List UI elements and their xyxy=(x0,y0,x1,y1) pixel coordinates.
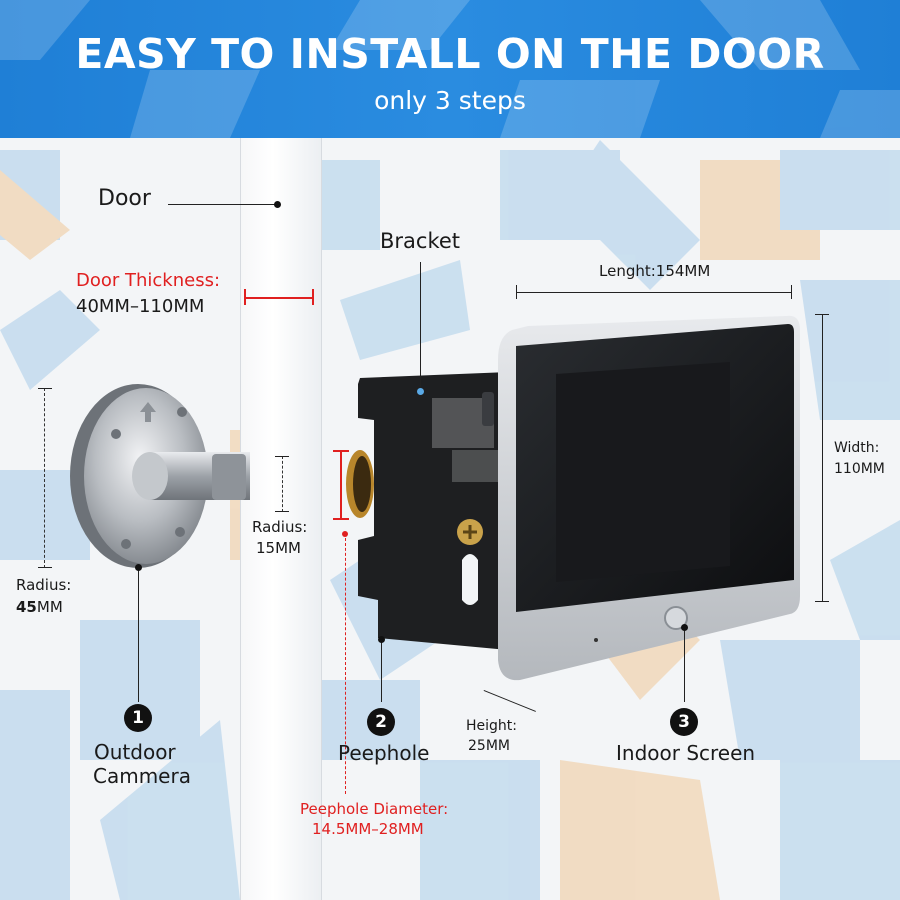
peephole-diameter-pointer xyxy=(345,538,346,794)
step2-pointer-dot xyxy=(378,636,385,643)
lens-radius-value: 15MM xyxy=(256,539,301,557)
step1-badge: 1 xyxy=(124,704,152,732)
door-label: Door xyxy=(98,186,151,211)
lens-radius-tick-bottom xyxy=(275,511,289,512)
bracket xyxy=(358,372,510,650)
outdoor-radius-tick-bottom xyxy=(38,567,52,568)
step1-label-line1: Outdoor xyxy=(94,740,176,764)
lens-radius-tick-top xyxy=(275,456,289,457)
step3-label: Indoor Screen xyxy=(616,741,756,765)
step3-pointer-line xyxy=(684,628,685,702)
door-thickness-tick-right xyxy=(312,289,314,305)
lens-radius-title: Radius: xyxy=(252,518,308,536)
peephole-diameter-tick-top xyxy=(333,450,349,452)
length-tick-left xyxy=(516,285,517,299)
door-frame xyxy=(240,138,322,900)
door-pointer-line xyxy=(168,204,276,205)
height-title: Height: xyxy=(466,718,517,734)
outdoor-radius-value: 45MM xyxy=(16,598,63,616)
width-title: Width: xyxy=(834,440,880,456)
bracket-pointer-dot xyxy=(417,388,424,395)
step1-pointer-line xyxy=(138,570,139,702)
step1-pointer-dot xyxy=(135,564,142,571)
step3-badge: 3 xyxy=(670,708,698,736)
step2-badge: 2 xyxy=(367,708,395,736)
width-dimension-line xyxy=(822,314,823,602)
page-subtitle: only 3 steps xyxy=(374,86,526,115)
peephole-diameter-tick-bottom xyxy=(333,518,349,520)
bracket-pointer-line xyxy=(420,262,421,390)
lens-radius-line xyxy=(282,456,283,512)
header-pattern xyxy=(0,0,900,138)
outdoor-radius-tick-top xyxy=(38,388,52,389)
length-dimension-line xyxy=(516,292,792,293)
door-thickness-tick-left xyxy=(244,289,246,305)
step2-pointer-line xyxy=(381,640,382,702)
outdoor-radius-number: 45 xyxy=(16,598,37,616)
bracket-label: Bracket xyxy=(380,229,461,253)
width-tick-bottom xyxy=(815,601,829,602)
height-value: 25MM xyxy=(468,738,510,754)
peephole-diameter-value: 14.5MM–28MM xyxy=(312,820,424,838)
header-banner: EASY TO INSTALL ON THE DOOR only 3 steps xyxy=(0,0,900,138)
outdoor-radius-title: Radius: xyxy=(16,576,72,594)
peephole-diameter-dot xyxy=(342,531,348,537)
step2-label: Peephole xyxy=(338,741,430,765)
peephole-ring xyxy=(346,450,374,518)
outdoor-radius-unit: MM xyxy=(36,598,63,616)
width-value: 110MM xyxy=(834,461,885,477)
outdoor-camera xyxy=(70,384,250,568)
length-tick-right xyxy=(791,285,792,299)
length-label: Lenght:154MM xyxy=(599,262,711,280)
door-thickness-value: 40MM–110MM xyxy=(76,296,205,317)
door-thickness-line xyxy=(244,297,314,299)
outdoor-radius-line xyxy=(44,388,45,568)
door-pointer-dot xyxy=(274,201,281,208)
page-title: EASY TO INSTALL ON THE DOOR xyxy=(75,30,825,78)
door-thickness-title: Door Thickness: xyxy=(76,270,221,291)
peephole-diameter-line xyxy=(340,450,342,520)
indoor-screen xyxy=(498,315,800,681)
step3-pointer-dot xyxy=(681,624,688,631)
peephole-diameter-title: Peephole Diameter: xyxy=(300,800,449,818)
width-tick-top xyxy=(815,314,829,315)
step1-label-line2: Cammera xyxy=(93,764,191,788)
